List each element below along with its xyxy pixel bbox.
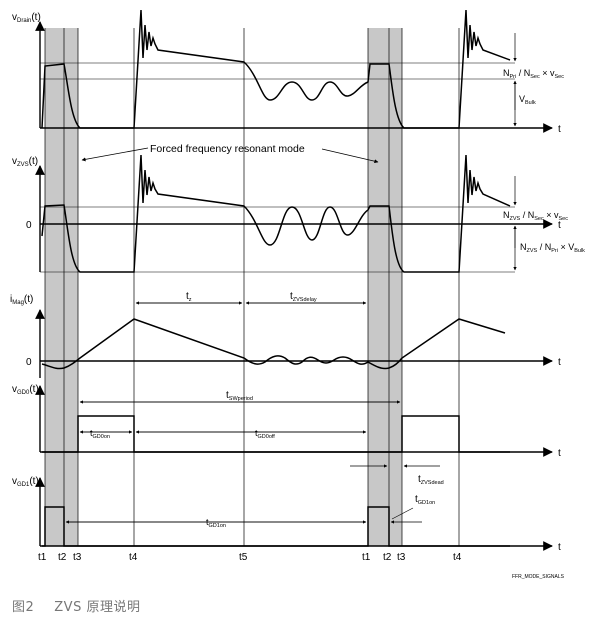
marker-t4: t4 (129, 552, 138, 563)
ann-vbulk: VBulk (519, 94, 536, 106)
t-label-4: t (558, 448, 561, 459)
ann-tgd1on-right: tGD1on (415, 494, 435, 506)
label-vdrain: vDrain(t) (12, 12, 41, 24)
panel-vzvs (35, 154, 553, 273)
marker-t2b: t2 (383, 552, 392, 563)
ann-nzvs-npri: NZVS / NPri × VBulk (520, 242, 585, 254)
marker-t1: t1 (38, 552, 47, 563)
figure-tag: FFR_MODE_SIGNALS (512, 574, 565, 580)
ann-npri-nsec: NPri / NSec × vSec (503, 68, 564, 80)
t-label-2: t (558, 220, 561, 231)
ann-tswperiod: tSWperiod (226, 390, 253, 402)
forced-arrow-left (81, 147, 149, 162)
marker-t3b: t3 (397, 552, 406, 563)
zero-imag: 0 (26, 357, 32, 368)
vzvs-waveform (41, 154, 511, 273)
marker-t3: t3 (73, 552, 82, 563)
ann-tzvsdelay: tZVSdelay (290, 291, 317, 303)
caption-text: ZVS 原理说明 (54, 600, 141, 615)
label-vzvs: vZVS(t) (12, 156, 38, 168)
panel-imag (35, 301, 553, 378)
vgd1-waveform (42, 506, 510, 547)
t-label-5: t (558, 542, 561, 553)
figure-caption: 图2 ZVS 原理说明 (12, 596, 160, 615)
marker-t1b: t1 (362, 552, 371, 563)
forced-arrow-right (321, 148, 379, 164)
vdrain-waveform (41, 9, 511, 129)
ann-tgd1on-mid: tGD1on (206, 517, 226, 529)
marker-t2: t2 (58, 552, 67, 563)
marker-t4b: t4 (453, 552, 462, 563)
vgd0-waveform (42, 415, 510, 453)
label-vgd1: vGD1(t) (12, 476, 39, 488)
zero-vzvs: 0 (26, 220, 32, 231)
panel-vdrain (35, 9, 553, 133)
panel-vgd1 (35, 477, 553, 551)
marker-t5: t5 (239, 552, 248, 563)
transition-band-left (45, 28, 78, 546)
time-dividers (44, 28, 460, 546)
imag-waveform (41, 318, 506, 370)
transition-band-right (368, 28, 402, 546)
label-imag: iMag(t) (10, 294, 33, 306)
t-label-1: t (558, 124, 561, 135)
ann-forced-mode: Forced frequency resonant mode (150, 143, 305, 155)
ann-nzvs-nsec: NZVS / NSec × vSec (503, 210, 568, 222)
t-label-3: t (558, 357, 561, 368)
panel-vgd0 (35, 385, 553, 468)
caption-number: 图2 (12, 600, 35, 615)
label-vgd0: vGD0(t) (12, 384, 39, 396)
ann-tz: tz (186, 291, 192, 303)
ann-tgd0off: tGD0off (255, 428, 275, 440)
ann-tzvsdead: tZVSdead (418, 474, 444, 486)
ann-tgd0on: tGD0on (90, 428, 110, 440)
